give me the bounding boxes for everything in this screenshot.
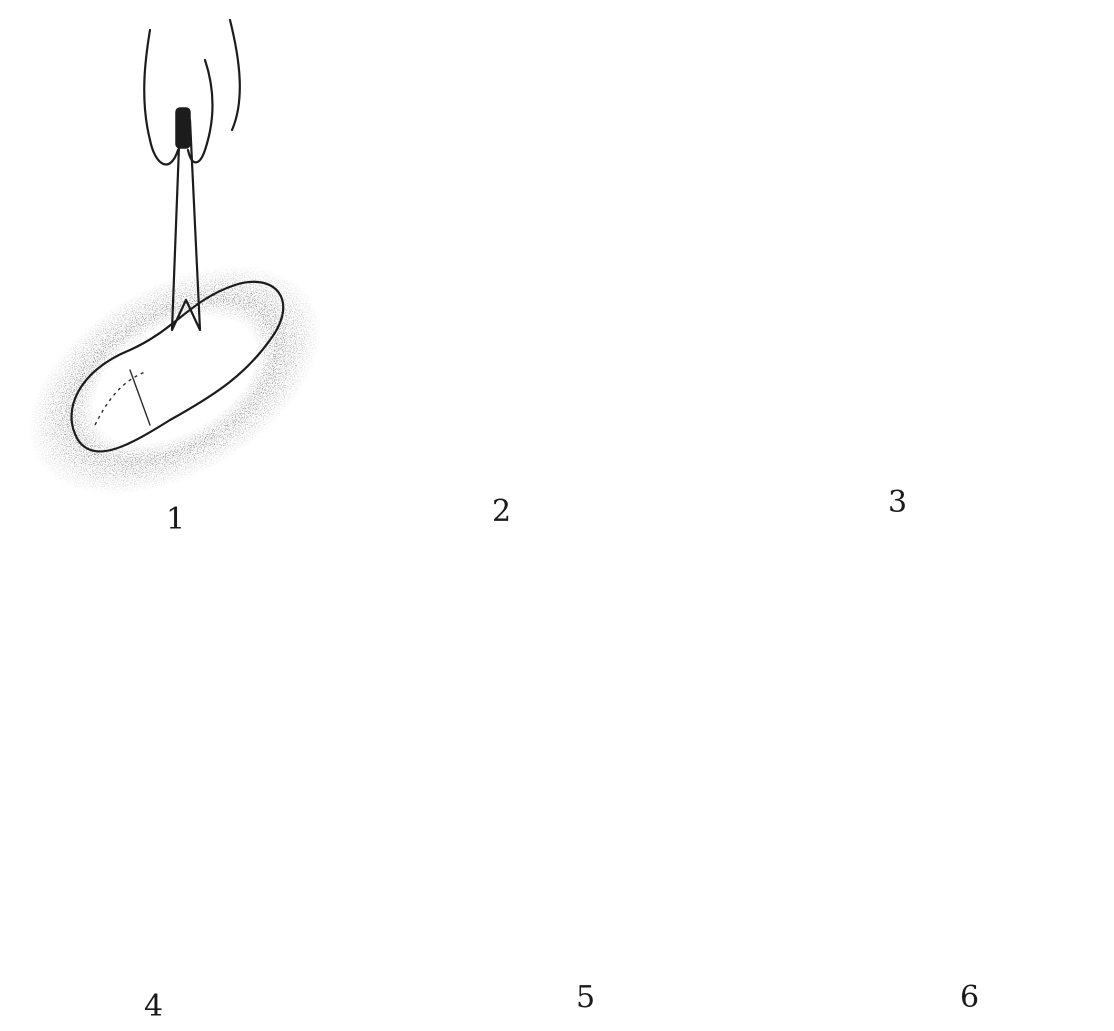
panel-label-6: 6 (960, 983, 979, 1013)
panel-label-1: 1 (166, 505, 185, 535)
panel-label-4: 4 (144, 992, 163, 1022)
panel-label-3: 3 (888, 488, 907, 518)
panel-label-5: 5 (576, 983, 595, 1013)
panel-label-2: 2 (492, 497, 511, 527)
panel-1-drawing (0, 20, 361, 542)
sand-shading-1 (0, 218, 361, 543)
